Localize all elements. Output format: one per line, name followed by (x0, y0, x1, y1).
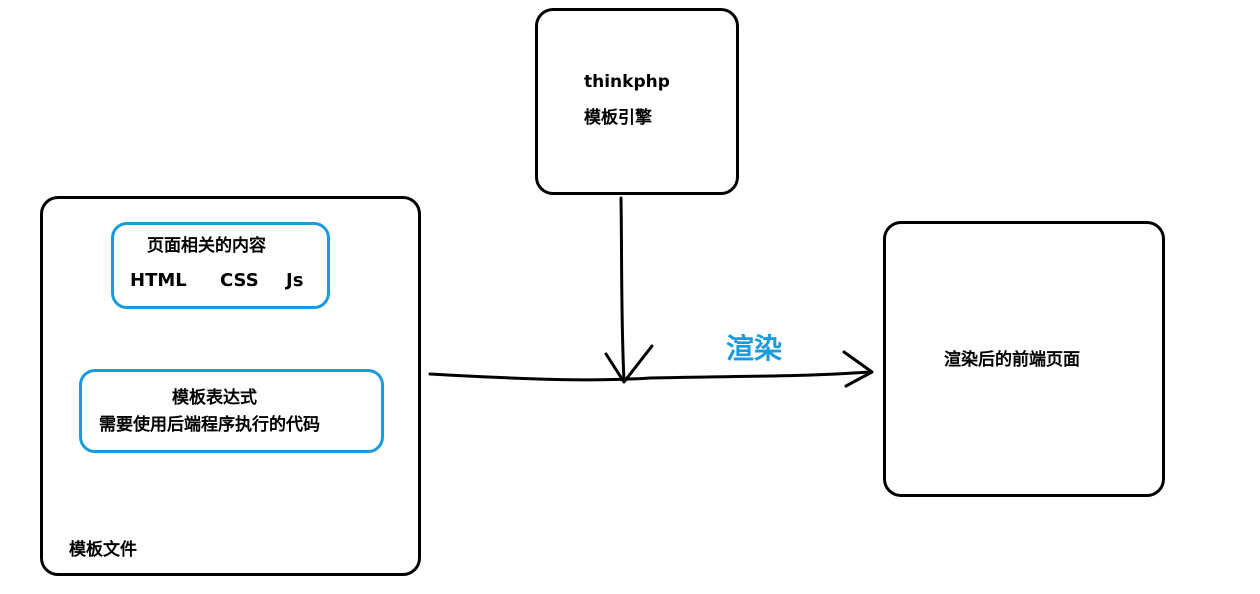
render-label: 渲染 (726, 332, 783, 365)
engine-name-label: thinkphp (584, 72, 670, 92)
css-label: CSS (220, 270, 259, 291)
template-file-box: 模板文件 (40, 196, 421, 576)
page-content-title: 页面相关的内容 (147, 236, 266, 256)
template-expression-box: 模板表达式 需要使用后端程序执行的代码 (79, 369, 384, 453)
page-content-box: 页面相关的内容 HTML CSS Js (111, 222, 330, 309)
html-label: HTML (130, 270, 187, 291)
engine-type-label: 模板引擎 (584, 108, 652, 128)
rendered-page-label: 渲染后的前端页面 (944, 350, 1080, 370)
main-arrowhead (842, 350, 874, 388)
template-file-label: 模板文件 (69, 540, 137, 560)
engine-connector-line (619, 196, 626, 382)
js-label: Js (286, 270, 304, 291)
main-arrow-shaft (428, 370, 872, 382)
template-expression-title: 模板表达式 (172, 388, 257, 408)
engine-box: thinkphp 模板引擎 (535, 8, 739, 195)
template-expression-desc: 需要使用后端程序执行的代码 (99, 415, 320, 435)
engine-arrowhead (604, 344, 654, 384)
rendered-page-box: 渲染后的前端页面 (883, 221, 1165, 497)
